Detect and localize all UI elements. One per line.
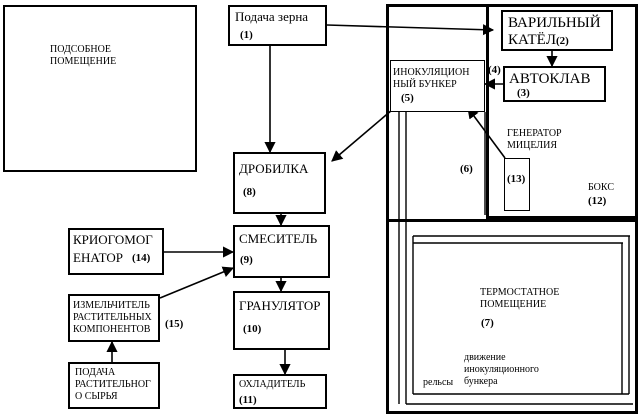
crusher-box: ДРОБИЛКА (8) bbox=[233, 152, 326, 214]
raw-line2: РАСТИТЕЛЬНОГ bbox=[75, 379, 151, 390]
crusher-num: (8) bbox=[243, 186, 256, 198]
cooler-num: (11) bbox=[239, 394, 257, 406]
cryo-line1: КРИОГОМОГ bbox=[73, 232, 153, 247]
arrow-4-num: (4) bbox=[488, 64, 501, 76]
generator-line2: МИЦЕЛИЯ bbox=[507, 140, 557, 151]
mixer-num: (9) bbox=[240, 254, 253, 266]
rails-motion-line3: бункера bbox=[464, 376, 498, 387]
generator-line1: ГЕНЕРАТОР bbox=[507, 128, 562, 139]
rails-motion-line1: движение bbox=[464, 352, 506, 363]
box-num: (12) bbox=[588, 195, 607, 207]
cryohomogenizer-box: КРИОГОМОГ ЕНАТОР (14) bbox=[68, 228, 164, 275]
utility-room-line2: ПОМЕЩЕНИЕ bbox=[50, 56, 117, 67]
rails-motion-line2: инокуляционного bbox=[464, 364, 539, 375]
raw-line1: ПОДАЧА bbox=[75, 367, 116, 378]
plant-shredder-box: ИЗМЕЛЬЧИТЕЛЬ РАСТИТЕЛЬНЫХ КОМПОНЕНТОВ bbox=[68, 294, 160, 342]
granulator-box: ГРАНУЛЯТОР (10) bbox=[233, 291, 330, 350]
bunker-line2: НЫЙ БУНКЕР bbox=[393, 79, 457, 90]
box-region-frame bbox=[486, 4, 638, 219]
boiler-line1: ВАРИЛЬНЫЙ bbox=[508, 15, 601, 31]
shredder-line2: РАСТИТЕЛЬНЫХ bbox=[73, 312, 152, 323]
utility-room: ПОДСОБНОЕ ПОМЕЩЕНИЕ bbox=[3, 5, 197, 172]
region-6-num: (6) bbox=[460, 163, 473, 175]
thermo-line2: ПОМЕЩЕНИЕ bbox=[480, 299, 547, 310]
thermostatic-room-frame bbox=[386, 219, 638, 414]
plant-raw-supply-box: ПОДАЧА РАСТИТЕЛЬНОГ О СЫРЬЯ bbox=[68, 362, 160, 409]
mycelium-generator-box: (13) bbox=[504, 158, 530, 211]
generator-num: (13) bbox=[507, 173, 526, 185]
arrow-shredder-to-mixer bbox=[159, 266, 235, 299]
crusher-label: ДРОБИЛКА bbox=[239, 161, 309, 176]
thermo-line1: ТЕРМОСТАТНОЕ bbox=[480, 287, 560, 298]
thermo-num: (7) bbox=[481, 317, 494, 329]
boiler-num: (2) bbox=[556, 35, 569, 47]
cooler-label: ОХЛАДИТЕЛЬ bbox=[239, 379, 306, 390]
granulator-num: (10) bbox=[243, 323, 262, 335]
autoclave-box: АВТОКЛАВ (3) bbox=[503, 66, 606, 102]
bunker-num: (5) bbox=[401, 92, 414, 104]
mixer-label: СМЕСИТЕЛЬ bbox=[239, 231, 318, 246]
autoclave-label: АВТОКЛАВ bbox=[509, 71, 591, 87]
grain-supply-label: Подача зерна bbox=[235, 9, 309, 24]
autoclave-num: (3) bbox=[517, 87, 530, 99]
grain-supply-num: (1) bbox=[240, 29, 253, 41]
arrow-bunker-to-crusher bbox=[331, 109, 393, 162]
raw-line3: О СЫРЬЯ bbox=[75, 391, 118, 402]
grain-supply-box: Подача зерна (1) bbox=[228, 5, 327, 46]
arrow-grain-to-boiler bbox=[326, 24, 495, 36]
boiler-line2: КАТЁЛ bbox=[508, 32, 557, 48]
box-label: БОКС bbox=[588, 182, 614, 193]
rails-label: рельсы bbox=[423, 377, 454, 388]
cryo-num: (14) bbox=[132, 252, 151, 264]
cryo-line2: ЕНАТОР bbox=[73, 250, 123, 265]
shredder-line1: ИЗМЕЛЬЧИТЕЛЬ bbox=[73, 300, 150, 311]
cooler-box: ОХЛАДИТЕЛЬ (11) bbox=[233, 374, 327, 409]
rails-lines bbox=[398, 112, 633, 405]
shredder-line3: КОМПОНЕНТОВ bbox=[73, 324, 151, 335]
inoculation-bunker-box: ИНОКУЛЯЦИОН НЫЙ БУНКЕР (5) bbox=[390, 60, 485, 112]
utility-room-line1: ПОДСОБНОЕ bbox=[50, 44, 111, 55]
boiler-box: ВАРИЛЬНЫЙ КАТЁЛ (2) bbox=[501, 10, 613, 51]
granulator-label: ГРАНУЛЯТОР bbox=[239, 298, 321, 313]
mixer-box: СМЕСИТЕЛЬ (9) bbox=[233, 225, 330, 278]
shredder-num: (15) bbox=[165, 318, 184, 330]
bunker-line1: ИНОКУЛЯЦИОН bbox=[393, 67, 470, 78]
